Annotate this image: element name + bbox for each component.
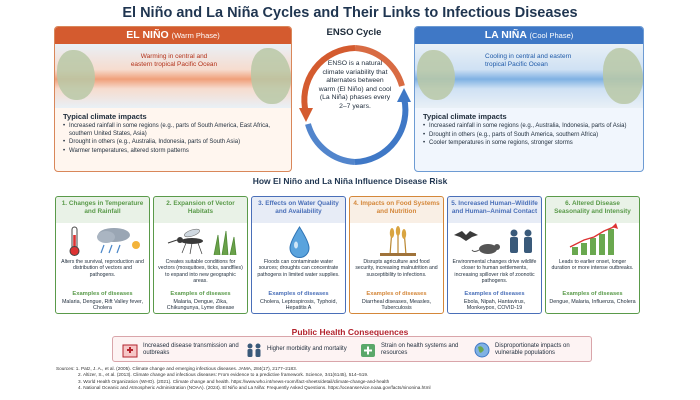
examples-list: Cholera, Leptospirosis, Typhoid, Hepatit… xyxy=(260,298,337,312)
pathway-description: Environmental changes drive wildlife clo… xyxy=(452,259,537,284)
source-line: Sources: 1. Patz, J. A., et al. (2005). … xyxy=(56,366,298,371)
bat-rodent-people-icon xyxy=(448,223,541,259)
pathway-card-4: 4. Impacts on Food Systems and Nutrition… xyxy=(349,196,444,314)
pathway-description: Alters the survival, reproduction and di… xyxy=(61,259,144,278)
pathway-title: 6. Altered Disease Seasonality and Inten… xyxy=(546,197,639,223)
examples-label: Examples of diseases xyxy=(366,291,427,297)
examples-label: Examples of diseases xyxy=(268,291,329,297)
pathway-examples: Examples of diseases Malaria, Dengue, Zi… xyxy=(154,289,247,312)
el-nino-impact: Warmer temperatures, altered storm patte… xyxy=(63,148,283,156)
pathway-description: Creates suitable conditions for vectors … xyxy=(158,259,243,284)
public-health-item: Higher morbidity and mortality xyxy=(245,340,353,360)
examples-label: Examples of diseases xyxy=(170,291,231,297)
pathway-title: 4. Impacts on Food Systems and Nutrition xyxy=(350,197,443,223)
pathway-card-1: 1. Changes in Temperature and Rainfall A… xyxy=(55,196,150,314)
source-line: 2. Altizer, S., et al. (2013). Climate c… xyxy=(78,372,369,378)
land-mass xyxy=(251,48,291,104)
public-health-text: Higher morbidity and mortality xyxy=(267,346,347,353)
examples-label: Examples of diseases xyxy=(72,291,133,297)
wheat-icon xyxy=(350,223,443,259)
la-nina-panel: LA NIÑA (Cool Phase) Cooling in central … xyxy=(414,26,644,172)
pathway-examples: Examples of diseases Cholera, Leptospiro… xyxy=(252,289,345,312)
la-nina-phase: (Cool Phase) xyxy=(529,31,574,40)
public-health-title: Public Health Consequences xyxy=(291,327,409,337)
pathway-card-5: 5. Increased Human–Wildlife and Human–An… xyxy=(447,196,542,314)
examples-label: Examples of diseases xyxy=(464,291,525,297)
people-icon xyxy=(247,343,261,357)
globe-icon xyxy=(474,342,490,358)
el-nino-phase: (Warm Phase) xyxy=(171,31,220,40)
la-nina-impacts-title: Typical climate impacts xyxy=(423,112,507,121)
pathway-description: Leads to earlier onset, longer duration … xyxy=(551,259,634,272)
el-nino-impact: Increased rainfall in some regions (e.g.… xyxy=(63,123,283,138)
pathway-card-3: 3. Effects on Water Quality and Availabi… xyxy=(251,196,346,314)
la-nina-map-label: Cooling in central and eastern tropical … xyxy=(485,53,572,68)
pathway-examples: Examples of diseases Malaria, Dengue, Ri… xyxy=(56,289,149,312)
public-health-box: Increased disease transmission and outbr… xyxy=(112,336,592,362)
el-nino-impacts-title: Typical climate impacts xyxy=(63,112,147,121)
examples-list: Malaria, Dengue, Rift Valley fever, Chol… xyxy=(61,298,144,312)
page-title: El Niño and La Niña Cycles and Their Lin… xyxy=(122,5,578,21)
thermometer-rain-icon xyxy=(56,223,149,259)
pathway-examples: Examples of diseases Ebola, Nipah, Hanta… xyxy=(448,289,541,312)
source-line: 3. World Health Organization (WHO). (202… xyxy=(78,378,390,384)
examples-list: Malaria, Dengue, Zika, Chikungunya, Lyme… xyxy=(166,298,235,312)
public-health-text: Increased disease transmission and outbr… xyxy=(143,342,239,356)
pathway-examples: Examples of diseases Dengue, Malaria, In… xyxy=(546,289,639,305)
pathway-description: Floods can contaminate water sources; dr… xyxy=(257,259,340,278)
public-health-item: Disproportionate impacts on vulnerable p… xyxy=(473,340,589,360)
la-nina-name: LA NIÑA xyxy=(484,29,527,41)
la-nina-map: Cooling in central and eastern tropical … xyxy=(415,44,643,108)
medical-kit-icon xyxy=(361,344,375,357)
examples-label: Examples of diseases xyxy=(562,291,623,297)
el-nino-name: EL NIÑO xyxy=(126,29,169,41)
mosquito-icon xyxy=(154,223,247,259)
pathway-title: 2. Expansion of Vector Habitats xyxy=(154,197,247,223)
enso-description: ENSO is a natural climate variability th… xyxy=(318,60,392,110)
el-nino-map: Warming in central and eastern tropical … xyxy=(55,44,291,108)
land-mass xyxy=(417,50,455,100)
land-mass xyxy=(603,48,643,104)
water-drop-icon xyxy=(252,223,345,259)
examples-list: Ebola, Nipah, Hantavirus, Monkeypox, COV… xyxy=(463,298,526,312)
el-nino-impacts: Typical climate impacts Increased rainfa… xyxy=(55,108,291,155)
pathway-title: 5. Increased Human–Wildlife and Human–An… xyxy=(448,197,541,223)
el-nino-impact: Drought in others (e.g., Australia, Indo… xyxy=(63,139,283,147)
rising-bar-chart-icon xyxy=(546,223,639,259)
pathway-title: 3. Effects on Water Quality and Availabi… xyxy=(252,197,345,223)
public-health-item: Strain on health systems and resources xyxy=(359,340,467,360)
pathway-examples: Examples of diseases Diarrheal diseases,… xyxy=(350,289,443,312)
public-health-text: Disproportionate impacts on vulnerable p… xyxy=(495,342,570,356)
public-health-text: Strain on health systems and resources xyxy=(381,342,459,356)
el-nino-header: EL NIÑO (Warm Phase) xyxy=(55,27,291,44)
examples-list: Dengue, Malaria, Influenza, Cholera xyxy=(549,298,636,305)
la-nina-impact: Drought in others (e.g., parts of South … xyxy=(423,132,635,140)
la-nina-impact: Cooler temperatures in some regions, str… xyxy=(423,140,635,148)
pathway-title: 1. Changes in Temperature and Rainfall xyxy=(56,197,149,223)
pathway-card-6: 6. Altered Disease Seasonality and Inten… xyxy=(545,196,640,314)
section-title: How El Niño and La Niña Influence Diseas… xyxy=(252,176,448,186)
la-nina-header: LA NIÑA (Cool Phase) xyxy=(415,27,643,44)
source-line: 4. National Oceanic and Atmospheric Admi… xyxy=(78,384,431,390)
public-health-item: Increased disease transmission and outbr… xyxy=(121,340,239,360)
la-nina-impact: Increased rainfall in some regions (e.g.… xyxy=(423,123,635,131)
hospital-icon xyxy=(122,344,138,358)
pathway-description: Disrupts agriculture and food security, … xyxy=(355,259,438,278)
el-nino-panel: EL NIÑO (Warm Phase) Warming in central … xyxy=(54,26,292,172)
el-nino-map-label: Warming in central and eastern tropical … xyxy=(130,53,218,68)
enso-title: ENSO Cycle xyxy=(326,27,382,38)
la-nina-impacts: Typical climate impacts Increased rainfa… xyxy=(415,108,643,148)
examples-list: Diarrheal diseases, Measles, Tuberculosi… xyxy=(361,298,432,312)
pathway-card-2: 2. Expansion of Vector Habitats Creates … xyxy=(153,196,248,314)
land-mass xyxy=(57,50,95,100)
enso-cycle-arrows-icon xyxy=(299,45,411,165)
sources: Sources: 1. Patz, J. A., et al. (2005). … xyxy=(56,366,656,391)
